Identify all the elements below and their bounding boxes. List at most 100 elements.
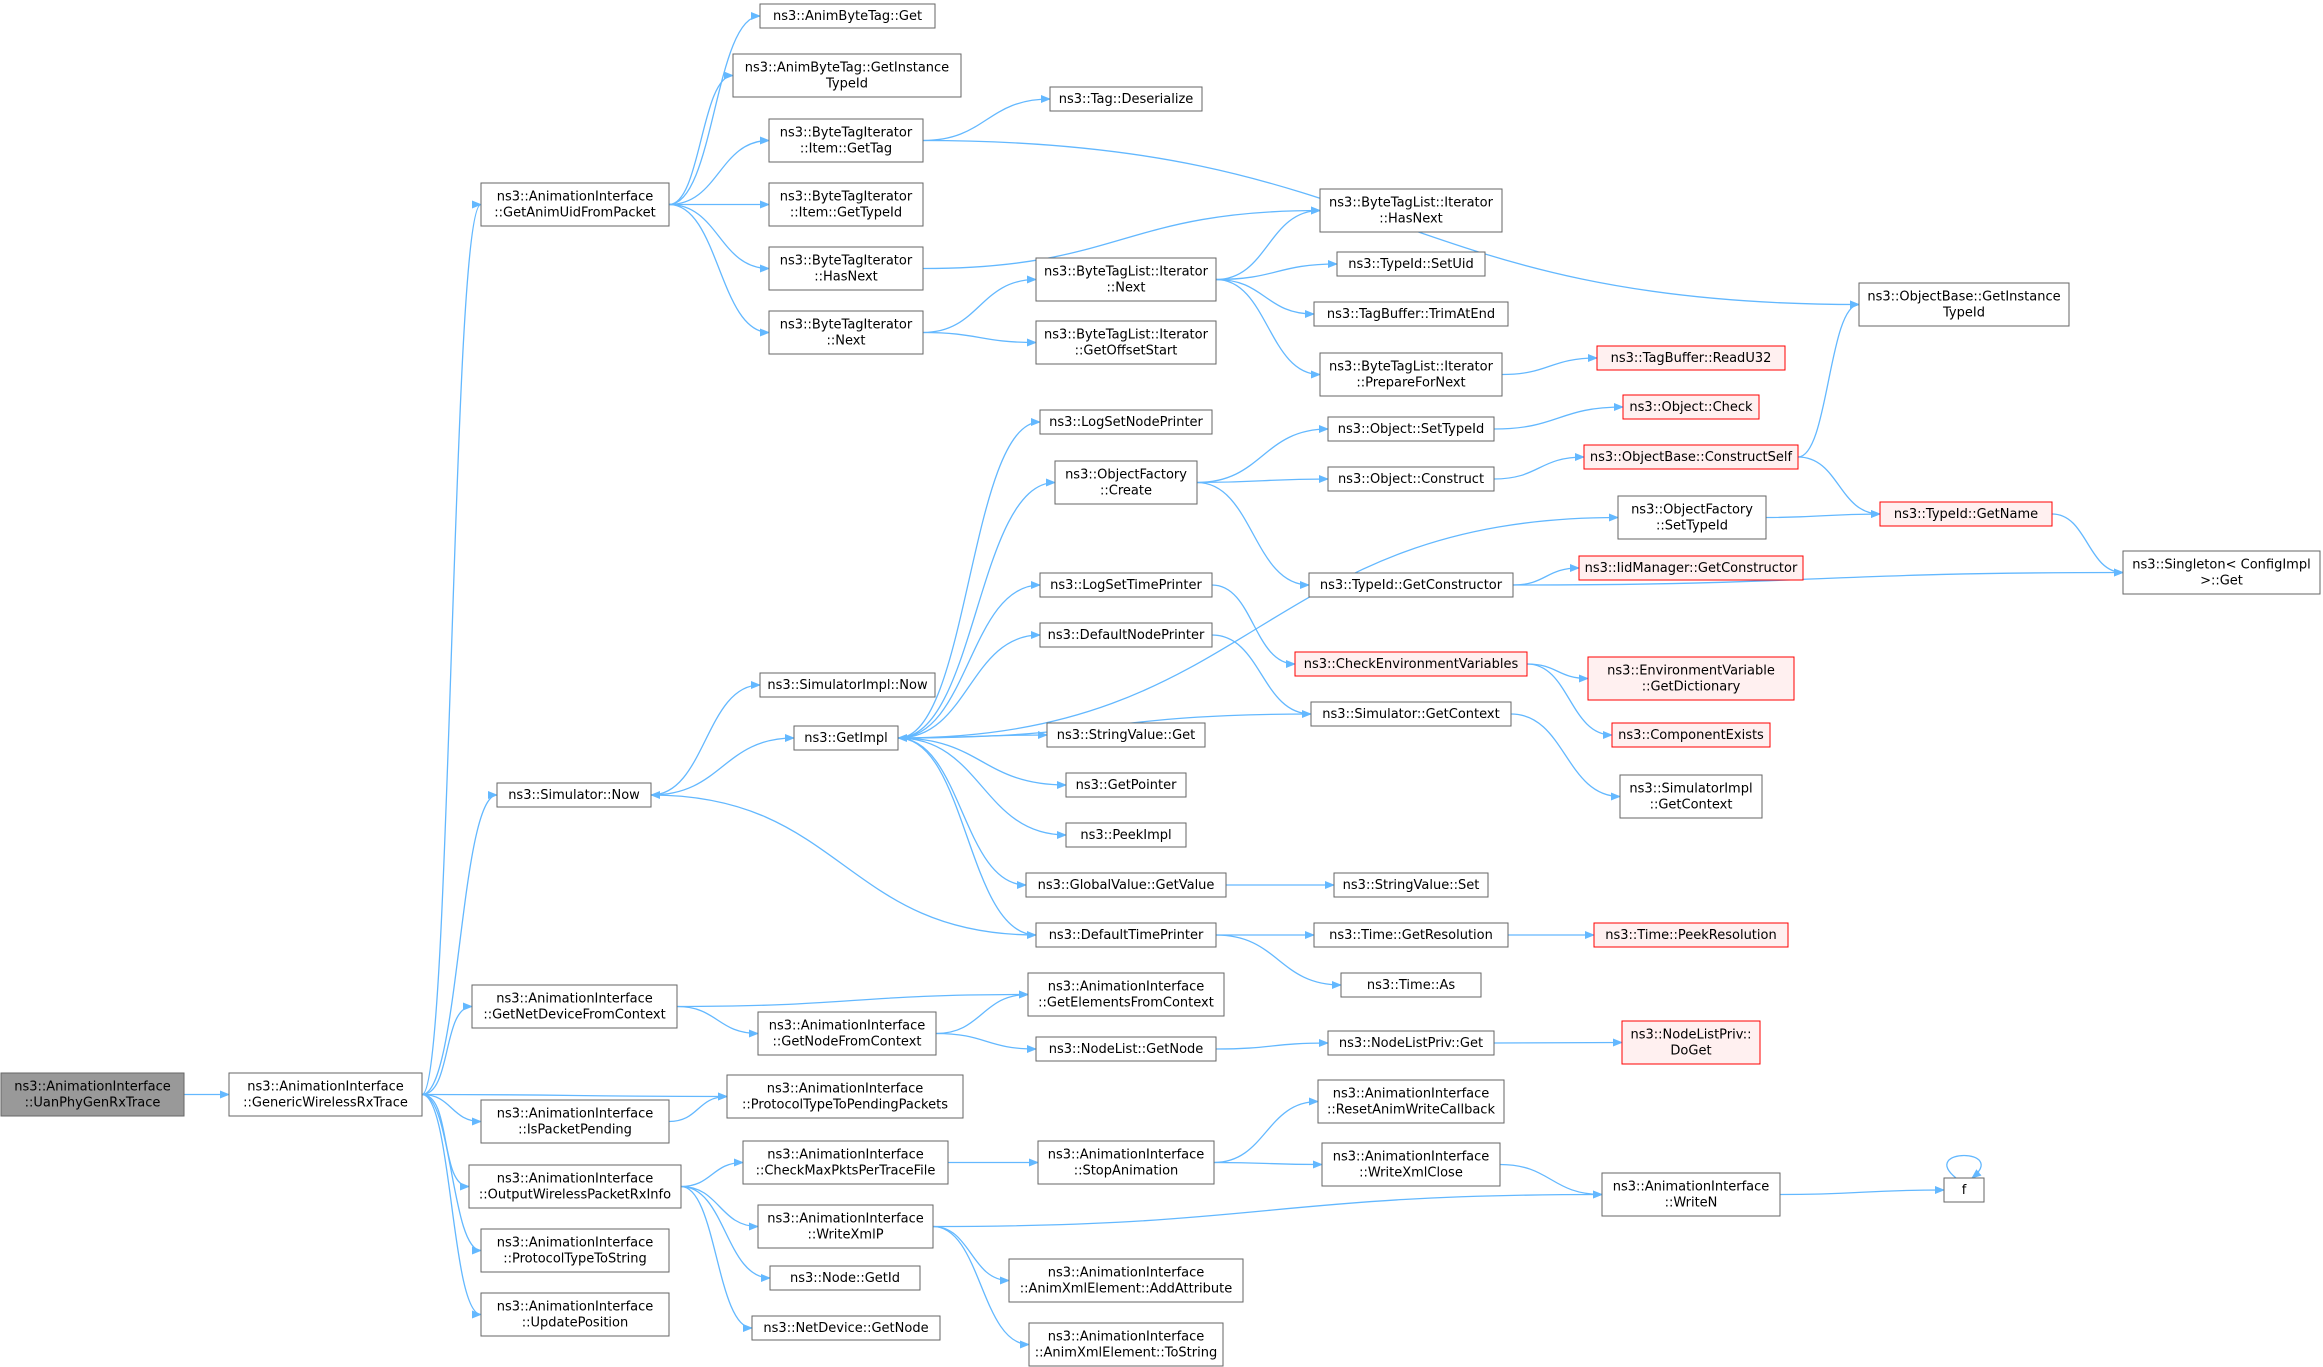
call-edge [897,631,1041,739]
node-ns3-bytetaglist-iterator-next[interactable]: ns3::ByteTagList::Iterator::Next [1035,257,1217,302]
node-label: ns3::AnimationInterface [496,992,653,1007]
node-box [751,1315,941,1341]
node-label: ::GetNetDeviceFromContext [483,1008,665,1023]
node-ns3-iidmanager-getconstructor[interactable]: ns3::IidManager::GetConstructor [1578,555,1804,581]
node-ns3-animationinterface-outputwirelesspacketrxinfo[interactable]: ns3::AnimationInterface::OutputWirelessP… [468,1164,682,1209]
node-ns3-animationinterface-getanimuidfrompacket[interactable]: ns3::AnimationInterface::GetAnimUidFromP… [480,182,670,227]
node-ns3-tagbuffer-readu32[interactable]: ns3::TagBuffer::ReadU32 [1596,345,1786,371]
call-edge [1526,663,1613,739]
node-ns3-objectfactory-create[interactable]: ns3::ObjectFactory::Create [1054,460,1198,505]
node-ns3-globalvalue-getvalue[interactable]: ns3::GlobalValue::GetValue [1025,872,1227,898]
node-ns3-animationinterface-animxmlelement-addattribute[interactable]: ns3::AnimationInterface::AnimXmlElement:… [1008,1258,1244,1303]
node-ns3-singleton-configimpl-get[interactable]: ns3::Singleton< ConfigImpl >::Get [2122,550,2321,595]
node-box [768,246,924,291]
node-ns3-objectfactory-settypeid[interactable]: ns3::ObjectFactory::SetTypeId [1617,495,1767,540]
node-ns3-time-getresolution[interactable]: ns3::Time::GetResolution [1313,922,1509,948]
node-ns3-animationinterface-resetanimwritecallback[interactable]: ns3::AnimationInterface::ResetAnimWriteC… [1317,1079,1505,1124]
node-ns3-logsettimeprinter[interactable]: ns3::LogSetTimePrinter [1039,572,1213,598]
node-ns3-simulatorimpl-getcontext[interactable]: ns3::SimulatorImpl::GetContext [1619,774,1763,819]
node-label: TypeId [1942,306,1985,321]
node-label: ::HasNext [1379,212,1443,227]
node-ns3-defaulttimeprinter[interactable]: ns3::DefaultTimePrinter [1035,922,1217,948]
node-ns3-checkenvironmentvariables[interactable]: ns3::CheckEnvironmentVariables [1294,651,1528,677]
node-label: ns3::ByteTagList::Iterator [1044,265,1209,280]
node-label: ::Item::GetTag [800,142,892,157]
node-ns3-animationinterface-getnodefromcontext[interactable]: ns3::AnimationInterface::GetNodeFromCont… [757,1011,937,1056]
node-box [1313,301,1509,327]
node-ns3-nodelistpriv-doget[interactable]: ns3::NodeListPriv::DoGet [1621,1020,1761,1065]
node-ns3-node-getid[interactable]: ns3::Node::GetId [769,1265,921,1291]
node-label: ::HasNext [814,270,878,285]
node-box [480,1228,670,1273]
node-label: ns3::TypeId::GetConstructor [1320,578,1503,593]
call-edge [668,136,770,206]
node-ns3-bytetagiterator-item-gettag[interactable]: ns3::ByteTagIterator::Item::GetTag [768,118,924,163]
node-box [1327,1030,1495,1056]
node-ns3-netdevice-getnode[interactable]: ns3::NetDevice::GetNode [751,1315,941,1341]
node-ns3-time-peekresolution[interactable]: ns3::Time::PeekResolution [1593,922,1789,948]
call-edge [650,734,795,796]
node-ns3-typeid-getname[interactable]: ns3::TypeId::GetName [1879,501,2053,527]
node-ns3-componentexists[interactable]: ns3::ComponentExists [1611,722,1771,748]
call-edge [1211,634,1312,718]
node-ns3-animationinterface-getelementsfromcontext[interactable]: ns3::AnimationInterface::GetElementsFrom… [1027,972,1225,1017]
node-ns3-peekimpl[interactable]: ns3::PeekImpl [1065,822,1187,848]
node-ns3-animationinterface-writexmlp[interactable]: ns3::AnimationInterface::WriteXmlP [757,1204,934,1249]
node-ns3-typeid-setuid[interactable]: ns3::TypeId::SetUid [1336,251,1486,277]
node-ns3-animationinterface-writen[interactable]: ns3::AnimationInterface::WriteN [1601,1172,1781,1217]
node-ns3-animationinterface-getnetdevicefromcontext[interactable]: ns3::AnimationInterface::GetNetDeviceFro… [471,984,678,1029]
node-ns3-object-check[interactable]: ns3::Object::Check [1622,394,1760,420]
node-label: ::GetOffsetStart [1075,344,1178,359]
node-box [1321,1142,1501,1187]
call-edge [1215,934,1342,989]
node-ns3-bytetagiterator-hasnext[interactable]: ns3::ByteTagIterator::HasNext [768,246,924,291]
node-ns3-environmentvariable-getdictionary[interactable]: ns3::EnvironmentVariable::GetDictionary [1587,656,1795,701]
node-ns3-simulator-getcontext[interactable]: ns3::Simulator::GetContext [1310,701,1512,727]
node-ns3-animationinterface-protocoltypetostring[interactable]: ns3::AnimationInterface::ProtocolTypeToS… [480,1228,670,1273]
node-ns3-time-as[interactable]: ns3::Time::As [1340,972,1482,998]
node-ns3-animationinterface-genericwirelessrxtrace[interactable]: ns3::AnimationInterface::GenericWireless… [228,1072,423,1117]
node-label: ns3::AnimationInterface [497,190,654,205]
node-label: ns3::ByteTagIterator [780,318,913,333]
node-ns3-animationinterface-ispacketpending[interactable]: ns3::AnimationInterface::IsPacketPending [480,1099,670,1144]
node-ns3-defaultnodeprinter[interactable]: ns3::DefaultNodePrinter [1039,622,1213,648]
node-ns3-bytetagiterator-item-gettypeid[interactable]: ns3::ByteTagIterator::Item::GetTypeId [768,182,924,227]
call-edge [922,95,1051,142]
node-ns3-bytetaglist-iterator-hasnext[interactable]: ns3::ByteTagList::Iterator::HasNext [1319,188,1503,233]
node-box [793,725,899,751]
node-ns3-animbytetag-get[interactable]: ns3::AnimByteTag::Get [759,3,936,29]
node-ns3-stringvalue-set[interactable]: ns3::StringValue::Set [1333,872,1489,898]
node-ns3-bytetagiterator-next[interactable]: ns3::ByteTagIterator::Next [768,310,924,355]
node-ns3-simulatorimpl-now[interactable]: ns3::SimulatorImpl::Now [759,672,936,698]
node-ns3-animationinterface-protocoltypetopendingpackets[interactable]: ns3::AnimationInterface::ProtocolTypeToP… [726,1074,964,1119]
node-ns3-bytetaglist-iterator-preparefornext[interactable]: ns3::ByteTagList::Iterator::PrepareForNe… [1319,352,1503,397]
node-box [1049,86,1203,112]
node-box [1039,409,1213,435]
node-ns3-tag-deserialize[interactable]: ns3::Tag::Deserialize [1049,86,1203,112]
node-ns3-objectbase-constructself[interactable]: ns3::ObjectBase::ConstructSelf [1583,444,1799,470]
node-ns3-animationinterface-checkmaxpktspertracefile[interactable]: ns3::AnimationInterface::CheckMaxPktsPer… [742,1140,949,1185]
node-ns3-tagbuffer-trimatend[interactable]: ns3::TagBuffer::TrimAtEnd [1313,301,1509,327]
node-f[interactable]: f [1943,1177,1985,1203]
node-ns3-object-settypeid[interactable]: ns3::Object::SetTypeId [1327,416,1495,442]
node-box [1319,352,1503,397]
node-ns3-animationinterface-animxmlelement-tostring[interactable]: ns3::AnimationInterface::AnimXmlElement:… [1028,1322,1224,1367]
node-ns3-getimpl[interactable]: ns3::GetImpl [793,725,899,751]
node-ns3-animationinterface-updateposition[interactable]: ns3::AnimationInterface::UpdatePosition [480,1292,670,1337]
node-ns3-bytetaglist-iterator-getoffsetstart[interactable]: ns3::ByteTagList::Iterator::GetOffsetSta… [1035,320,1217,365]
node-ns3-simulator-now[interactable]: ns3::Simulator::Now [496,782,652,808]
node-ns3-getpointer[interactable]: ns3::GetPointer [1065,772,1187,798]
node-ns3-object-construct[interactable]: ns3::Object::Construct [1327,466,1495,492]
node-ns3-nodelistpriv-get[interactable]: ns3::NodeListPriv::Get [1327,1030,1495,1056]
node-ns3-animationinterface-writexmlclose[interactable]: ns3::AnimationInterface::WriteXmlClose [1321,1142,1501,1187]
node-label: ::ProtocolTypeToPendingPackets [742,1098,948,1113]
node-ns3-stringvalue-get[interactable]: ns3::StringValue::Get [1046,722,1206,748]
node-ns3-nodelist-getnode[interactable]: ns3::NodeList::GetNode [1035,1036,1217,1062]
node-box [1619,774,1763,819]
node-ns3-logsetnodeprinter[interactable]: ns3::LogSetNodePrinter [1039,409,1213,435]
node-ns3-animationinterface-stopanimation[interactable]: ns3::AnimationInterface::StopAnimation [1037,1140,1215,1185]
node-box [1039,622,1213,648]
node-ns3-typeid-getconstructor[interactable]: ns3::TypeId::GetConstructor [1308,572,1514,598]
